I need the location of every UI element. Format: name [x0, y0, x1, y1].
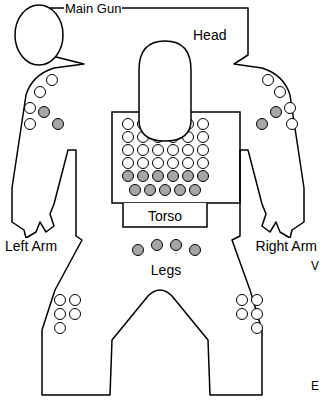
hit-circle	[257, 119, 268, 130]
hit-circle	[153, 145, 164, 156]
hit-circle	[25, 103, 36, 114]
hit-circle	[171, 240, 182, 251]
part-shape	[123, 203, 207, 227]
hit-circle	[252, 295, 263, 306]
part-region: Torso	[122, 203, 208, 228]
hit-circle	[198, 171, 209, 182]
hit-circle	[168, 171, 179, 182]
part-label: E	[310, 378, 320, 394]
hit-circle	[47, 75, 58, 86]
mech-body	[12, 8, 304, 395]
part-label: Torso	[147, 208, 183, 224]
part-shape	[139, 41, 191, 141]
part-label: Head	[192, 27, 227, 43]
hit-circle	[198, 158, 209, 169]
hit-circle	[190, 185, 201, 196]
hit-circle	[285, 103, 296, 114]
hit-circle	[190, 245, 201, 256]
hit-circle	[55, 323, 66, 334]
hit-circle	[168, 145, 179, 156]
hit-circle	[123, 132, 134, 143]
hit-circle	[287, 119, 298, 130]
hit-circle	[271, 107, 282, 118]
hit-circle	[198, 119, 209, 130]
hit-circle	[39, 107, 50, 118]
hit-circle	[175, 185, 186, 196]
hit-circle	[263, 75, 274, 86]
hit-circle	[183, 171, 194, 182]
hit-circle	[138, 171, 149, 182]
part-label: Right Arm	[255, 238, 318, 254]
part-label: V	[310, 258, 320, 274]
hit-circle	[123, 145, 134, 156]
hit-circle	[70, 309, 81, 320]
part-region: Main Gun	[14, 4, 64, 66]
hit-circle	[130, 185, 141, 196]
hit-circle	[153, 171, 164, 182]
hit-circle	[70, 295, 81, 306]
part-outline	[14, 4, 64, 66]
hit-circle	[183, 145, 194, 156]
part-outline	[138, 40, 192, 142]
hit-circle	[123, 158, 134, 169]
hit-circle	[153, 158, 164, 169]
hit-circle	[133, 245, 144, 256]
hit-circle	[237, 309, 248, 320]
part-label: Left Arm	[4, 238, 58, 254]
hit-circle	[237, 295, 248, 306]
hit-circle	[138, 145, 149, 156]
hit-circle	[252, 309, 263, 320]
hit-circle	[55, 295, 66, 306]
part-label: Legs	[150, 262, 182, 278]
hit-circle	[198, 145, 209, 156]
hit-circle	[138, 158, 149, 169]
hit-circle	[198, 132, 209, 143]
hit-circle	[183, 158, 194, 169]
hit-circle	[55, 309, 66, 320]
hit-circle	[123, 119, 134, 130]
hit-circle	[123, 171, 134, 182]
hit-circle	[275, 87, 286, 98]
hit-circle	[145, 185, 156, 196]
hit-circle	[25, 119, 36, 130]
hit-circle	[252, 323, 263, 334]
part-region: Head	[138, 40, 192, 142]
hit-circle	[53, 119, 64, 130]
hit-circle	[160, 185, 171, 196]
hit-circle	[152, 240, 163, 251]
hit-circle	[168, 158, 179, 169]
part-label: Main Gun	[64, 1, 122, 17]
hit-circle	[35, 87, 46, 98]
part-shape	[15, 5, 63, 65]
